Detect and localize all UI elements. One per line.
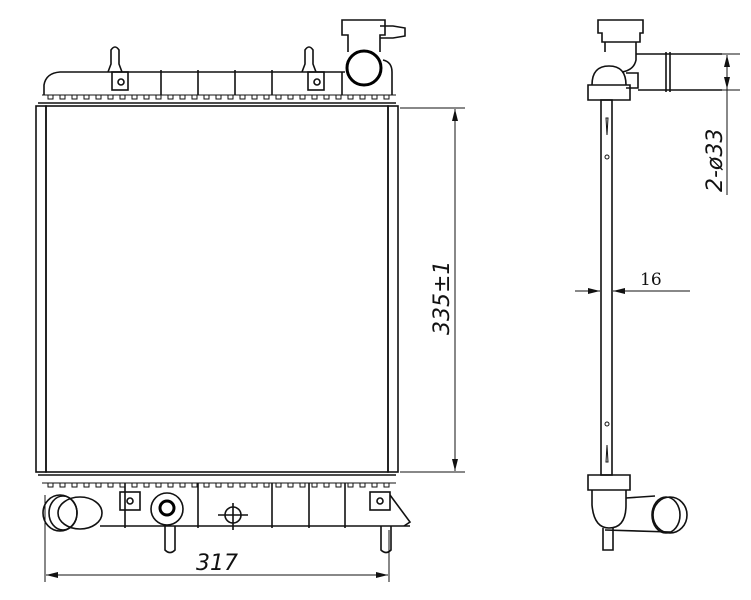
bottom-tank: [38, 474, 412, 554]
front-view: 317 335±1: [35, 19, 465, 582]
side-view: 2-ø33 16: [575, 19, 740, 551]
thickness-dimension: 16: [575, 270, 690, 294]
height-label: 335±1: [430, 261, 455, 335]
width-dimension: 317: [44, 495, 390, 582]
thickness-label: 16: [640, 270, 662, 290]
height-dimension: 335±1: [400, 107, 465, 473]
inlet-pipe-side: [636, 53, 722, 91]
filler-cap-side: [597, 19, 644, 43]
pipe-diameter-dimension: 2-ø33: [703, 53, 740, 195]
header-teeth: [47, 95, 390, 100]
overflow-pipe: [380, 25, 406, 39]
header-teeth: [47, 483, 390, 488]
outlet-pipe: [57, 496, 103, 530]
drain-boss: [150, 492, 184, 526]
filler-neck-ring: [345, 49, 383, 87]
right-side-panel: [387, 105, 399, 473]
top-tank: [38, 19, 406, 104]
core-side: [600, 99, 613, 476]
left-side-panel: [35, 105, 47, 473]
pipe-diameter-label: 2-ø33: [703, 129, 728, 192]
width-label: 317: [196, 551, 238, 576]
core: [45, 105, 389, 473]
